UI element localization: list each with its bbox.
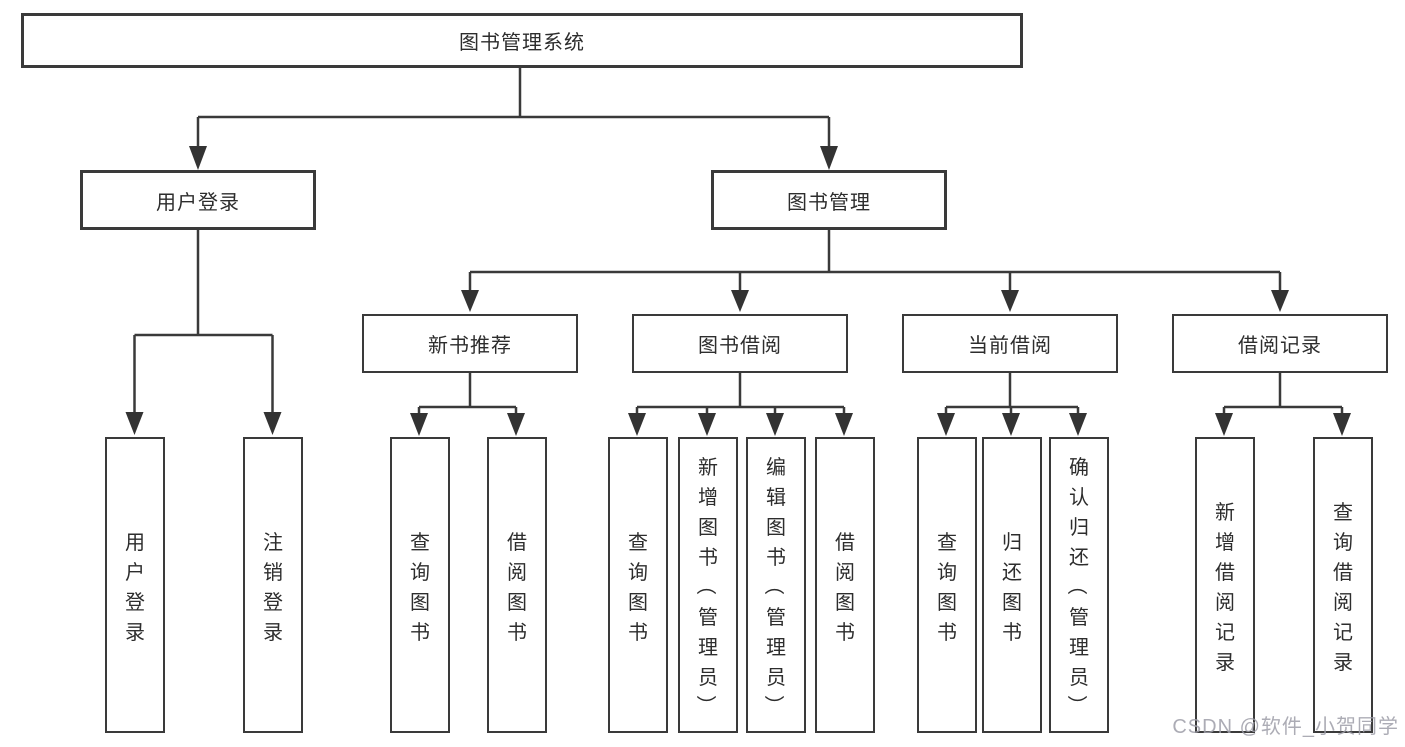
arrowhead-icon bbox=[628, 413, 646, 436]
arrowhead-icon bbox=[461, 290, 479, 312]
connector-borrowing-children bbox=[628, 373, 853, 436]
leaf-borrow-books-1: 借阅图书 bbox=[487, 437, 547, 733]
connector-records-children bbox=[1215, 373, 1351, 436]
arrowhead-icon bbox=[1271, 290, 1289, 312]
node-library-system: 图书管理系统 bbox=[21, 13, 1023, 68]
connector-book-mgmt-children bbox=[461, 230, 1289, 312]
csdn-watermark: CSDN @软件_小贺同学 bbox=[1172, 716, 1399, 738]
arrowhead-icon bbox=[507, 413, 525, 436]
arrowhead-icon bbox=[1001, 290, 1019, 312]
arrowhead-icon bbox=[820, 146, 838, 170]
arrowhead-icon bbox=[410, 413, 428, 436]
connector-new-book-children bbox=[410, 373, 525, 436]
node-book-management: 图书管理 bbox=[711, 170, 947, 230]
arrowhead-icon bbox=[1215, 413, 1233, 436]
arrowhead-icon bbox=[937, 413, 955, 436]
node-book-borrowing: 图书借阅 bbox=[632, 314, 848, 373]
arrowhead-icon bbox=[189, 146, 207, 170]
arrowhead-icon bbox=[766, 413, 784, 436]
node-current-borrowing: 当前借阅 bbox=[902, 314, 1118, 373]
leaf-query-books-2: 查询图书 bbox=[608, 437, 668, 733]
arrowhead-icon bbox=[835, 413, 853, 436]
node-borrowing-records: 借阅记录 bbox=[1172, 314, 1388, 373]
leaf-query-books-1: 查询图书 bbox=[390, 437, 450, 733]
leaf-borrow-books-2: 借阅图书 bbox=[815, 437, 875, 733]
connector-current-children bbox=[937, 373, 1087, 436]
connector-root-to-level2 bbox=[189, 68, 838, 170]
leaf-return-books: 归还图书 bbox=[982, 437, 1042, 733]
arrowhead-icon bbox=[698, 413, 716, 436]
arrowhead-icon bbox=[1002, 413, 1020, 436]
leaf-add-borrow-record: 新增借阅记录 bbox=[1195, 437, 1255, 733]
leaf-query-books-3: 查询图书 bbox=[917, 437, 977, 733]
leaf-add-books-admin: 新增图书（管理员） bbox=[678, 437, 738, 733]
arrowhead-icon bbox=[263, 412, 282, 435]
leaf-edit-books-admin: 编辑图书（管理员） bbox=[746, 437, 806, 733]
leaf-logout: 注销登录 bbox=[243, 437, 303, 733]
arrowhead-icon bbox=[1069, 413, 1087, 436]
arrowhead-icon bbox=[125, 412, 144, 435]
leaf-confirm-return-admin: 确认归还（管理员） bbox=[1049, 437, 1109, 733]
arrowhead-icon bbox=[731, 290, 749, 312]
leaf-query-borrow-record: 查询借阅记录 bbox=[1313, 437, 1373, 733]
arrowhead-icon bbox=[1333, 413, 1351, 436]
node-new-book-recommendation: 新书推荐 bbox=[362, 314, 578, 373]
leaf-user-login: 用户登录 bbox=[105, 437, 165, 733]
connector-user-login-children bbox=[125, 230, 282, 435]
node-user-login: 用户登录 bbox=[80, 170, 316, 230]
